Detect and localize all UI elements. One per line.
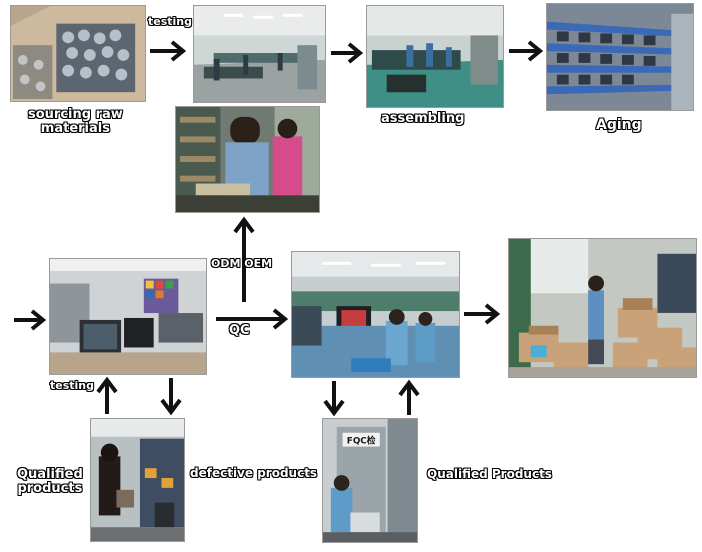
arrow-up-icon xyxy=(233,216,255,304)
label-sourcing-raw-materials: sourcing raw materials xyxy=(28,108,123,135)
booth-sign: FQC检 xyxy=(347,435,376,447)
label-qc: QC xyxy=(229,323,250,338)
photo-odm-oem xyxy=(175,106,320,213)
label-qualified-left-line1: Qualified xyxy=(17,467,83,482)
label-odm-oem: ODM OEM xyxy=(211,257,273,270)
arrow-up-icon xyxy=(398,379,420,417)
photo-qc-room xyxy=(291,251,460,378)
arrow-right-icon xyxy=(507,40,545,62)
photo-fqc-booth: FQC检 xyxy=(322,418,418,543)
arrow-right-icon xyxy=(12,309,48,331)
arrow-up-icon xyxy=(96,376,118,416)
label-testing-top: testing xyxy=(148,15,192,28)
arrow-right-icon xyxy=(462,303,502,325)
photo-warehouse xyxy=(508,238,697,378)
label-defective-products: defective products xyxy=(190,466,318,480)
photo-qualified-products-left xyxy=(90,418,185,542)
arrow-right-icon xyxy=(148,40,188,62)
label-qualified-left-line2: products xyxy=(17,480,83,496)
arrow-down-icon xyxy=(323,379,345,417)
arrow-down-icon xyxy=(160,376,182,416)
photo-assembling xyxy=(366,5,504,108)
photo-aging xyxy=(546,3,694,111)
photo-testing-bench xyxy=(49,258,207,375)
photo-testing-line xyxy=(193,5,326,103)
label-qualified-products-left: Qualified products xyxy=(17,468,83,495)
photo-sourcing-raw-materials xyxy=(10,5,146,102)
label-aging: Aging xyxy=(596,117,642,133)
arrow-right-icon xyxy=(329,42,365,64)
label-qualified-products-right: Qualified Products xyxy=(427,467,552,481)
arrow-right-icon xyxy=(214,308,290,330)
label-sourcing-line1: sourcing raw xyxy=(28,107,123,122)
label-sourcing-line2: materials xyxy=(40,120,110,136)
label-testing-mid: testing xyxy=(50,379,94,392)
label-assembling: assembling xyxy=(381,111,465,126)
